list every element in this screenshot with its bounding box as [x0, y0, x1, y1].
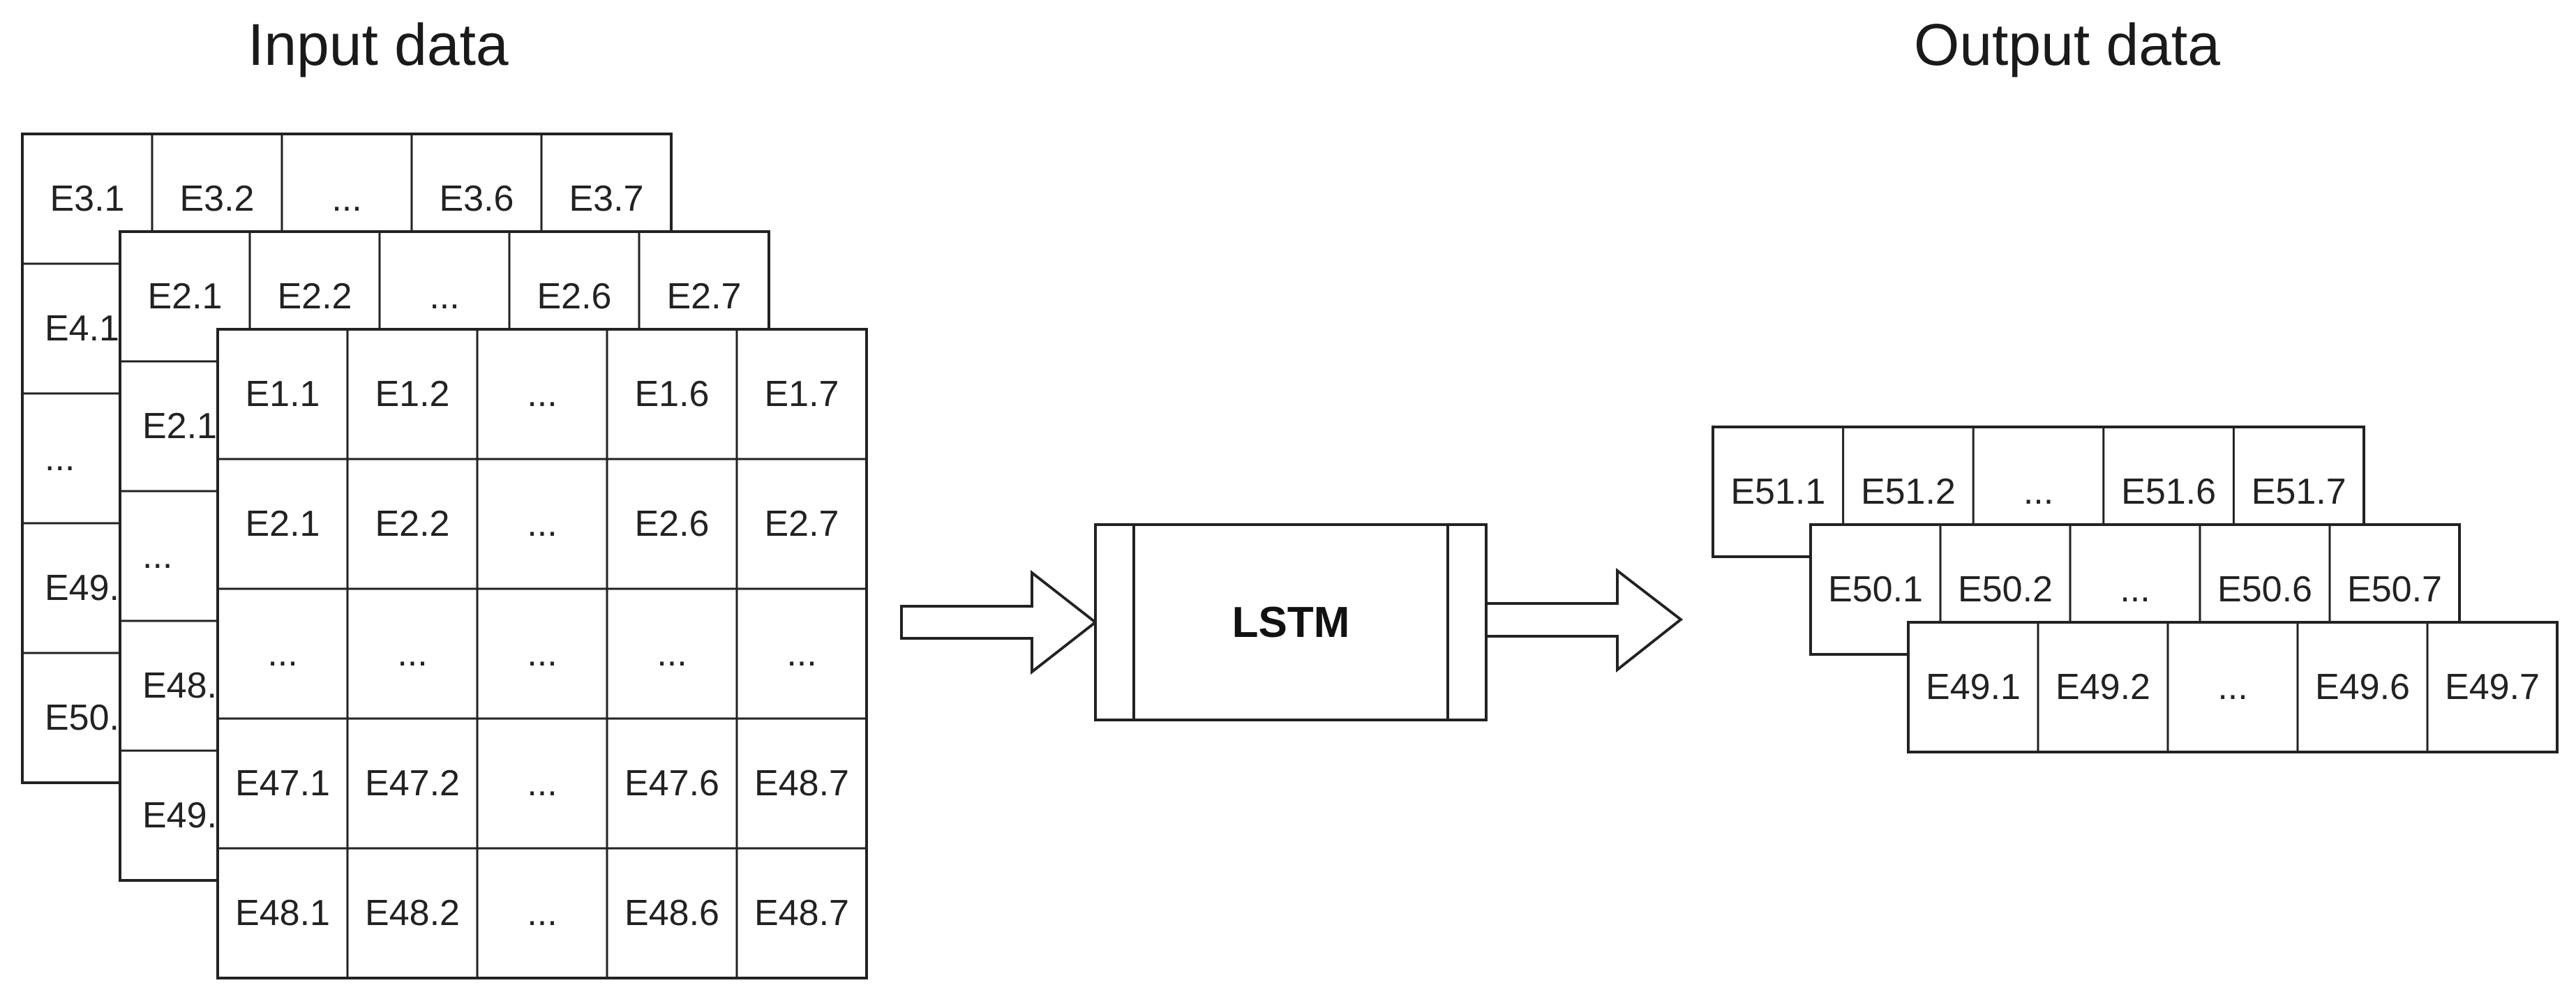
matrix-cell: ...	[267, 633, 298, 674]
matrix-cell: ...	[2023, 472, 2054, 512]
matrix-cell: E2.2	[277, 276, 352, 317]
matrix-cell: ...	[786, 633, 817, 674]
matrix-cell: ...	[397, 633, 428, 674]
matrix-cell: E50.1	[1828, 569, 1923, 610]
matrix-cell: E48.2	[365, 893, 460, 933]
matrix-cell: E3.6	[439, 179, 514, 219]
matrix-cell: E2.1	[147, 276, 223, 317]
matrix-cell: E2.1	[245, 504, 320, 544]
matrix-cell: E3.1	[50, 179, 125, 219]
matrix-cell: E48.	[142, 666, 217, 706]
matrix-cell: ...	[657, 633, 687, 674]
matrix-cell: E1.2	[375, 374, 450, 414]
input-to-lstm-arrow	[900, 569, 1098, 675]
matrix-cell: ...	[2120, 569, 2150, 610]
matrix-cell: ...	[429, 276, 460, 317]
matrix-cell: E47.1	[235, 763, 330, 804]
matrix-cell: E50.2	[1958, 569, 2053, 610]
matrix-cell: E1.7	[764, 374, 839, 414]
matrix-cell: E51.2	[1860, 472, 1956, 512]
matrix-cell: E2.6	[537, 276, 612, 317]
matrix-cell: E49.7	[2445, 667, 2540, 707]
layer-front-grid-lines	[216, 328, 868, 979]
matrix-cell: E2.7	[764, 504, 839, 544]
lstm-to-output-arrow	[1485, 567, 1684, 673]
matrix-cell: E1.1	[245, 374, 320, 414]
matrix-cell: E48.1	[235, 893, 330, 933]
matrix-cell: E51.7	[2251, 472, 2346, 512]
output-data-title: Output data	[1914, 12, 2220, 77]
output-row-3: E49.1 E49.2... E49.6 E49.7	[1907, 621, 2559, 753]
matrix-cell: E49.	[45, 568, 119, 608]
matrix-cell: E2.7	[666, 276, 742, 317]
matrix-cell: E47.2	[365, 763, 460, 804]
matrix-cell: E49.	[142, 795, 217, 836]
matrix-cell: E2.1	[142, 406, 217, 446]
matrix-cell: E3.7	[569, 179, 644, 219]
matrix-cell: ...	[527, 633, 557, 674]
matrix-cell: E48.6	[624, 893, 719, 933]
matrix-cell: ...	[142, 536, 173, 576]
matrix-cell: E2.2	[375, 504, 450, 544]
matrix-cell: E4.1	[45, 308, 119, 349]
matrix-cell: E49.2	[2055, 667, 2150, 707]
matrix-cell: E51.1	[1730, 472, 1826, 512]
lstm-block	[1094, 523, 1488, 721]
matrix-cell: ...	[527, 893, 557, 933]
matrix-cell: E2.6	[634, 504, 710, 544]
matrix-cell: E48.7	[754, 763, 849, 804]
matrix-cell: E50.	[45, 698, 119, 738]
lstm-label: LSTM	[1231, 598, 1350, 647]
matrix-cell: E3.2	[179, 179, 255, 219]
matrix-cell: E48.7	[754, 893, 849, 933]
matrix-cell: ...	[2217, 667, 2248, 707]
matrix-cell: E49.6	[2315, 667, 2410, 707]
matrix-cell: E47.6	[624, 763, 719, 804]
matrix-cell: ...	[527, 374, 557, 414]
matrix-cell: E1.6	[634, 374, 710, 414]
matrix-cell: E50.7	[2347, 569, 2442, 610]
matrix-cell: ...	[527, 763, 557, 804]
matrix-cell: E50.6	[2217, 569, 2312, 610]
matrix-cell: ...	[527, 504, 557, 544]
matrix-cell: E49.1	[1926, 667, 2021, 707]
matrix-cell: ...	[45, 438, 75, 479]
output-row-3-grid-lines	[1907, 621, 2559, 753]
matrix-cell: E51.6	[2121, 472, 2217, 512]
matrix-cell: ...	[331, 179, 362, 219]
input-data-title: Input data	[248, 12, 509, 77]
